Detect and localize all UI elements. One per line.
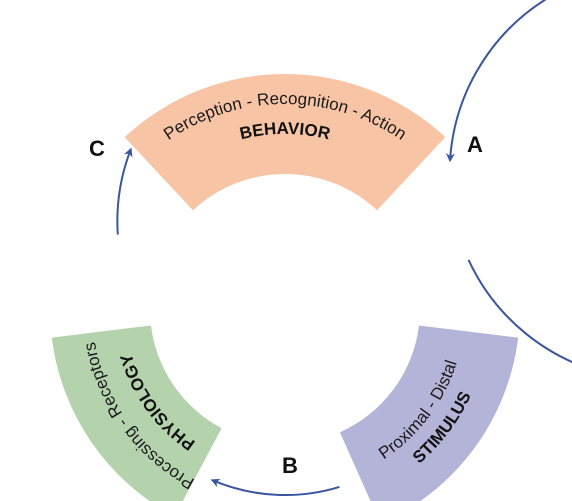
arrow-a — [445, 0, 572, 363]
physiology-segment: PHYSIOLOGY Processing - Receptors — [51, 325, 222, 501]
arrow-b — [210, 478, 340, 497]
arrow-label-b: B — [282, 453, 298, 478]
stimulus-segment: STIMULUS Proximal - Distal — [339, 325, 519, 501]
physiology-segment-shape — [51, 325, 222, 501]
behavior-segment: Perception - Recognition - Action BEHAVI… — [124, 73, 446, 211]
arrow-label-a: A — [467, 132, 483, 157]
arrow-c — [116, 147, 133, 235]
arrow-label-c: C — [89, 136, 105, 161]
stimulus-segment-shape — [339, 325, 519, 501]
behavior-segment-shape — [124, 73, 446, 211]
